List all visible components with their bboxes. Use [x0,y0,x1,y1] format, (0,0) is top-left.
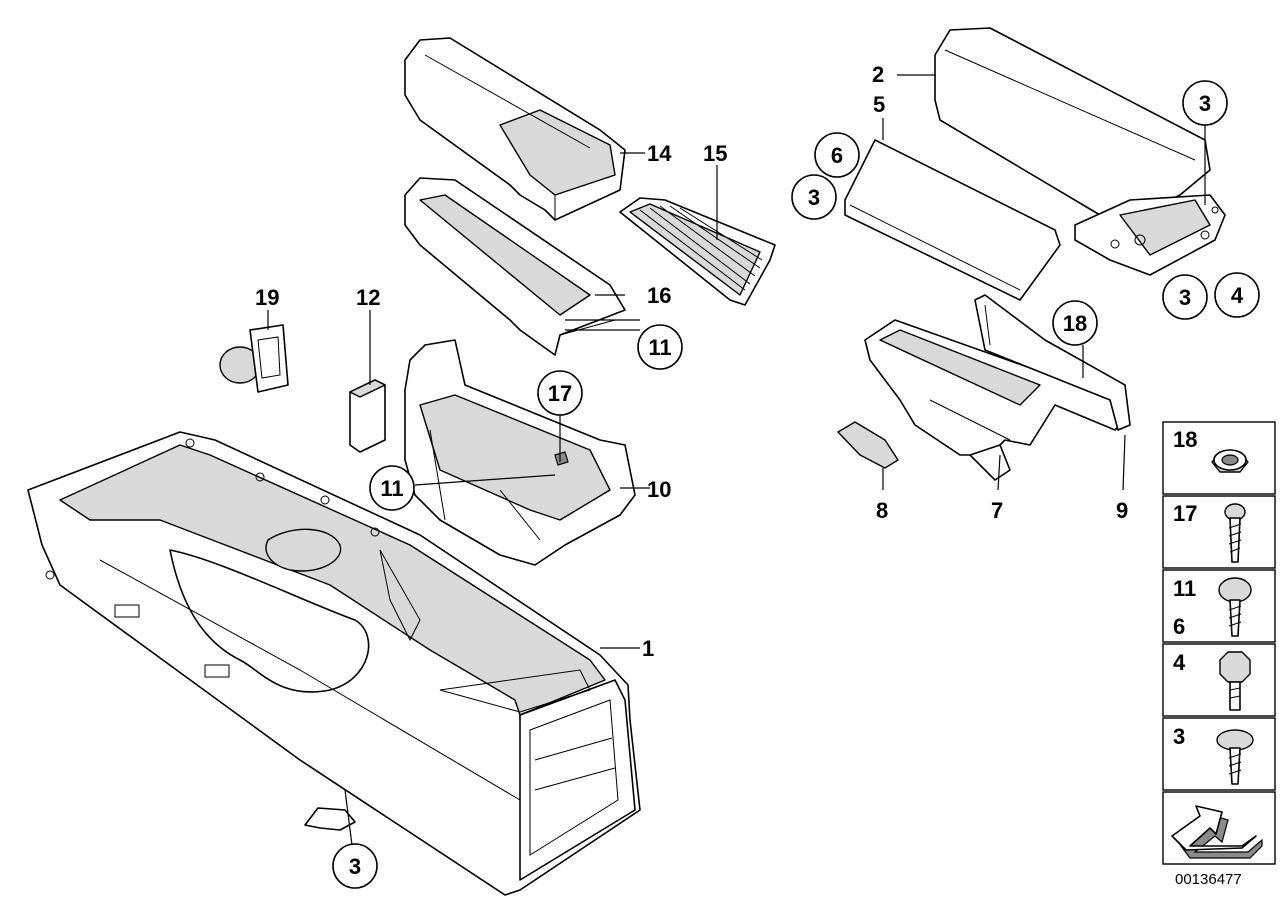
circled-callouts: 6 3 3 3 4 18 11 17 11 3 [332,80,1260,889]
legend-label-3: 3 [1173,724,1185,749]
part-2-armrest-cushion [934,27,1211,226]
part-19-switch [219,324,289,393]
legend-screw-3-icon [1216,729,1254,785]
legend-label-6: 6 [1173,614,1185,639]
part-14-armrest-lid [404,37,626,221]
label-16: 16 [647,283,671,308]
part-hinge-bracket [1074,194,1226,276]
circle-label-18: 18 [1063,311,1087,336]
diagram-code: 00136477 [1175,871,1242,888]
legend-screw-11-icon [1218,577,1252,637]
leader-lines [267,74,1206,649]
part-15-mat [619,197,776,306]
circle-label-4: 4 [1231,283,1244,308]
part-16-armrest-frame [404,177,626,356]
part-8-handle [837,421,899,469]
label-9: 9 [1116,498,1128,523]
circle-label-3-upper: 3 [808,185,820,210]
part-7-base-bracket [864,319,1126,481]
legend-label-4: 4 [1173,650,1186,675]
legend-nut-clip-icon [1211,449,1249,473]
callout-labels: 1 2 5 14 15 16 19 12 10 8 7 9 [255,62,1128,661]
part-12-pad [349,379,386,453]
label-12: 12 [356,285,380,310]
part-10-storage-tray [404,339,636,566]
fastener-legend: 18 17 11 6 4 3 [1162,421,1276,888]
circle-label-11-lower: 11 [380,476,403,501]
part-1-center-console [27,431,641,896]
direction-arrow-icon [1171,805,1263,859]
legend-label-11: 11 [1173,576,1196,601]
circle-label-3-right: 3 [1199,91,1211,116]
circle-label-17: 17 [548,381,572,406]
label-14: 14 [647,141,672,166]
circle-label-3-bracket: 3 [1179,285,1191,310]
part-9-bracket [974,294,1131,431]
legend-label-17: 17 [1173,501,1197,526]
legend-label-18: 18 [1173,427,1197,452]
label-2: 2 [872,62,884,87]
label-5: 5 [873,92,885,117]
label-19: 19 [255,285,279,310]
circle-label-3-bottom: 3 [349,854,361,879]
label-15: 15 [703,141,727,166]
circle-label-6: 6 [831,143,843,168]
part-5-pad [844,139,1061,301]
label-7: 7 [991,498,1003,523]
part-3-clip [304,789,356,846]
label-10: 10 [647,477,671,502]
circle-label-11-upper: 11 [648,335,671,360]
legend-screw-17-icon [1224,503,1246,563]
legend-hex-bolt-icon [1219,651,1251,711]
label-1: 1 [642,636,654,661]
label-8: 8 [876,498,888,523]
